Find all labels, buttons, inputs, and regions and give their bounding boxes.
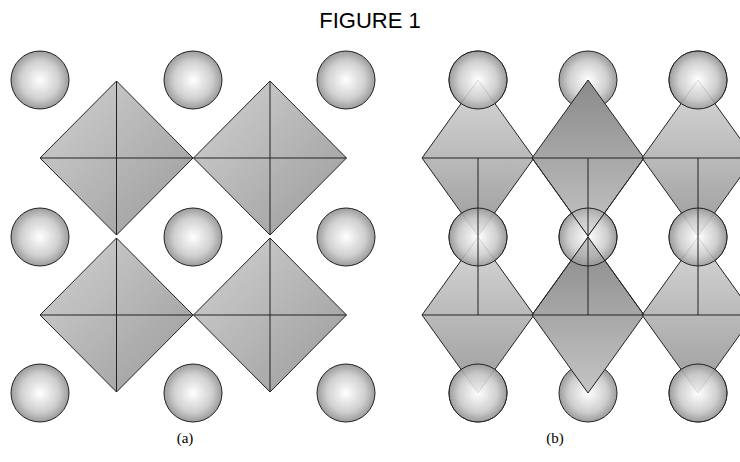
atom-sphere [669, 364, 727, 422]
edge-line [478, 158, 479, 315]
atom-sphere [164, 208, 222, 266]
atom-sphere [11, 51, 69, 109]
panel-label: (a) [177, 430, 194, 447]
atom-sphere [11, 208, 69, 266]
edge-line [422, 315, 478, 316]
atom-sphere [164, 364, 222, 422]
edge-line [588, 158, 589, 315]
edge-line [478, 158, 740, 159]
atom-sphere [317, 364, 375, 422]
atom-sphere [449, 364, 507, 422]
octahedron [194, 238, 347, 392]
panel-a-structure [11, 51, 375, 422]
atom-sphere [449, 51, 507, 109]
atom-sphere [317, 51, 375, 109]
atom-sphere [669, 364, 727, 422]
figure-title: FIGURE 1 [319, 8, 420, 34]
atom-sphere [317, 208, 375, 266]
edge-line [478, 315, 740, 316]
panel-label: (b) [546, 430, 564, 447]
panel-b-structure [422, 51, 740, 422]
edge-line [698, 158, 699, 315]
edge-line [422, 158, 478, 159]
atom-sphere [449, 364, 507, 422]
atom-sphere [669, 51, 727, 109]
atom-sphere [449, 51, 507, 109]
octahedron [194, 81, 347, 235]
octahedron [40, 238, 193, 392]
atom-sphere [164, 51, 222, 109]
octahedron [40, 81, 193, 235]
atom-sphere [669, 51, 727, 109]
atom-sphere [11, 364, 69, 422]
